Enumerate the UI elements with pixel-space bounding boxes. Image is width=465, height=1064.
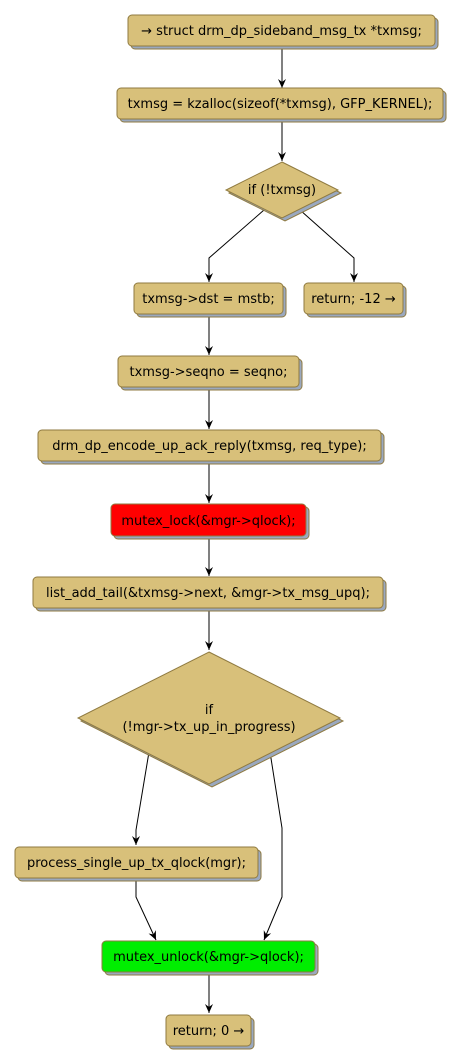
alloc-node: txmsg = kzalloc(sizeof(*txmsg), GFP_KERN… bbox=[116, 87, 447, 123]
edge-check-to-process bbox=[132, 751, 150, 845]
in-progress-check-node: if (!mgr->tx_up_in_progress) bbox=[76, 651, 345, 788]
in-progress-check-label-line1: if bbox=[205, 703, 214, 718]
null-check-diamond bbox=[224, 161, 340, 219]
in-progress-check-label-line2: (!mgr->tx_up_in_progress) bbox=[122, 720, 295, 735]
lock-box bbox=[110, 503, 307, 537]
return-error-box bbox=[303, 282, 404, 315]
return-error-node: return; -12 → bbox=[303, 282, 407, 318]
decl-label: → struct drm_dp_sideband_msg_tx *txmsg; bbox=[141, 24, 422, 39]
add-tail-label: list_add_tail(&txmsg->next, &mgr->tx_msg… bbox=[46, 586, 370, 601]
return-error-label: return; -12 → bbox=[311, 292, 396, 307]
add-tail-box bbox=[32, 576, 384, 609]
unlock-node: mutex_unlock(&mgr->qlock); bbox=[101, 940, 319, 976]
seqno-node: txmsg->seqno = seqno; bbox=[117, 355, 303, 391]
seqno-label: txmsg->seqno = seqno; bbox=[129, 365, 287, 380]
seqno-box bbox=[117, 355, 300, 388]
edge-process-to-unlock bbox=[135, 878, 157, 941]
return-zero-node: return; 0 → bbox=[165, 1014, 255, 1050]
lock-label: mutex_lock(&mgr->qlock); bbox=[121, 514, 295, 529]
null-check-label: if (!txmsg) bbox=[248, 183, 316, 198]
process-label: process_single_up_tx_qlock(mgr); bbox=[27, 856, 246, 871]
return-zero-label: return; 0 → bbox=[173, 1024, 245, 1039]
alloc-label: txmsg = kzalloc(sizeof(*txmsg), GFP_KERN… bbox=[128, 97, 433, 112]
in-progress-check-diamond bbox=[76, 651, 342, 785]
unlock-label: mutex_unlock(&mgr->qlock); bbox=[113, 950, 304, 965]
dst-box bbox=[133, 282, 284, 315]
edge-check-to-unlock bbox=[263, 751, 283, 941]
process-node: process_single_up_tx_qlock(mgr); bbox=[14, 846, 262, 882]
return-zero-box bbox=[165, 1014, 252, 1047]
edge-check-to-return-error bbox=[299, 209, 358, 282]
lock-node: mutex_lock(&mgr->qlock); bbox=[110, 503, 310, 540]
decl-box bbox=[127, 14, 436, 47]
encode-box bbox=[37, 429, 382, 462]
dst-label: txmsg->dst = mstb; bbox=[142, 292, 275, 307]
dst-node: txmsg->dst = mstb; bbox=[133, 282, 287, 318]
process-box bbox=[14, 846, 259, 879]
unlock-box bbox=[101, 940, 316, 973]
edge-check-to-dst bbox=[205, 209, 265, 282]
null-check-node: if (!txmsg) bbox=[224, 161, 343, 222]
edges bbox=[132, 46, 358, 1013]
alloc-box bbox=[116, 87, 444, 120]
add-tail-node: list_add_tail(&txmsg->next, &mgr->tx_msg… bbox=[32, 576, 387, 612]
encode-node: drm_dp_encode_up_ack_reply(txmsg, req_ty… bbox=[37, 429, 385, 465]
decl-node: → struct drm_dp_sideband_msg_tx *txmsg; bbox=[127, 14, 439, 50]
encode-label: drm_dp_encode_up_ack_reply(txmsg, req_ty… bbox=[52, 439, 367, 454]
